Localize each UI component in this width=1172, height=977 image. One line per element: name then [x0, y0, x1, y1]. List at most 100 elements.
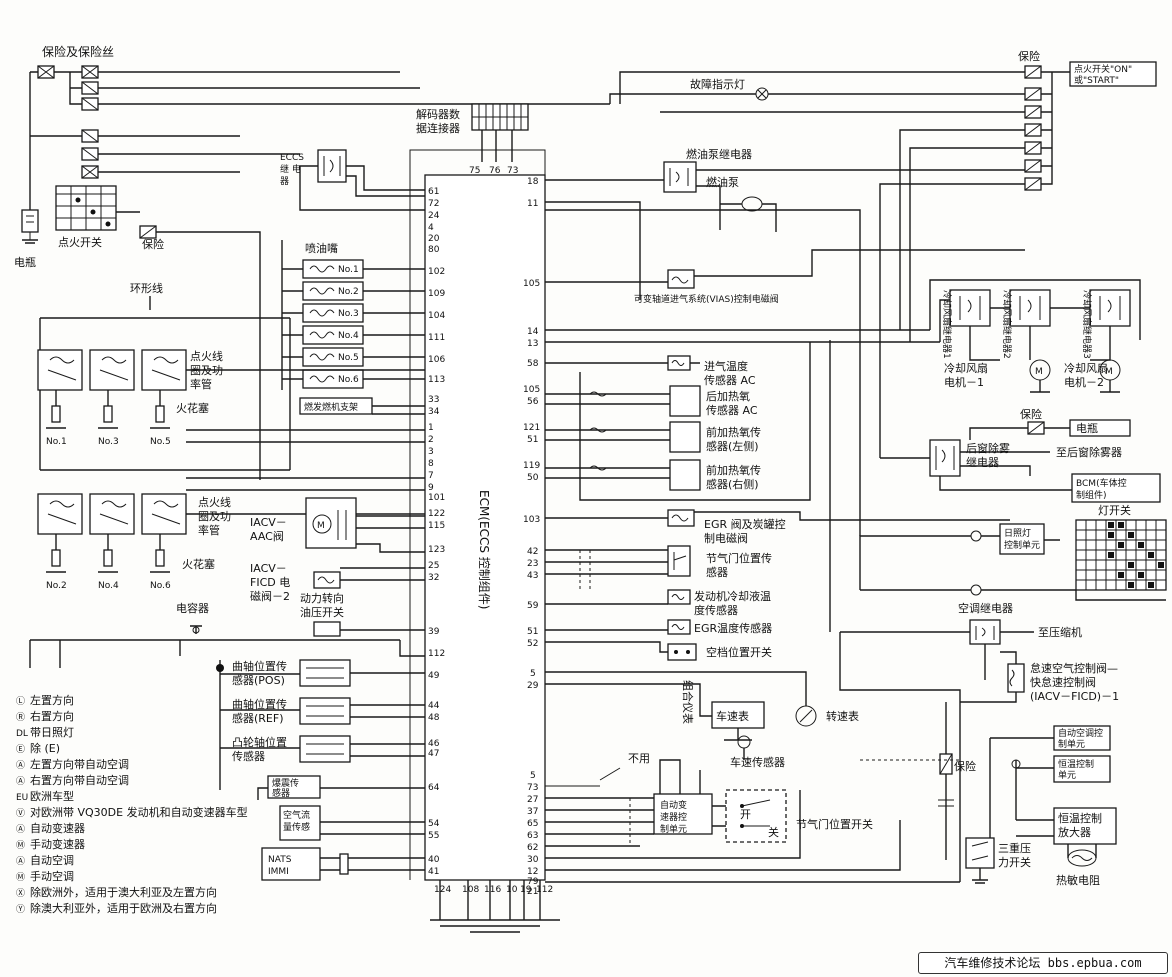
- at-control-label-2: 速器控: [660, 811, 687, 823]
- svg-text:55: 55: [428, 831, 439, 841]
- svg-text:39: 39: [428, 627, 440, 637]
- fan-relays: [929, 279, 1141, 361]
- ign-on-start-box: [1069, 61, 1157, 87]
- thermistor: [1067, 844, 1097, 867]
- nats-label-1: NATS: [268, 855, 292, 865]
- rear-defog-relay: [880, 439, 1050, 477]
- svg-text:25: 25: [428, 561, 439, 571]
- svg-text:65: 65: [527, 819, 538, 829]
- svg-text:19: 19: [520, 885, 532, 895]
- svg-text:21: 21: [527, 887, 538, 897]
- fan-relay-2-label: 冷却风扇继电器2: [1001, 290, 1013, 359]
- svg-text:119: 119: [523, 461, 540, 471]
- fan-motor-1-label-2: 电机－1: [944, 375, 984, 389]
- svg-text:116: 116: [484, 885, 501, 895]
- data-connector-label-1: 解码器数: [416, 107, 460, 121]
- fuse-block-label: 保险及保险丝: [42, 44, 114, 59]
- ac-control-unit: [1053, 755, 1111, 783]
- rear-o2-label-2: 传感器 AC: [706, 404, 758, 417]
- iacv-aac-label-1: IACV－: [250, 516, 287, 529]
- ignition-coils-upper: No.1 No.3 No.5: [37, 349, 187, 447]
- svg-text:122: 122: [428, 509, 445, 519]
- svg-text:47: 47: [428, 749, 439, 759]
- svg-text:44: 44: [428, 701, 440, 711]
- bcm-label-2: 制组件): [1076, 489, 1107, 501]
- spark-plug-label-lower: 火花塞: [182, 557, 215, 571]
- svg-text:EU: EU: [16, 793, 28, 803]
- svg-text:49: 49: [428, 671, 440, 681]
- data-connector: [471, 103, 529, 162]
- tps-label-1: 节气门位置传: [706, 551, 772, 565]
- egr-valve-label-1: EGR 阀及炭罐控: [704, 517, 786, 531]
- svg-text:32: 32: [428, 573, 439, 583]
- rear-o2-label-1: 后加热氧: [706, 389, 750, 403]
- battery-label: 电瓶: [14, 255, 36, 269]
- svg-text:112: 112: [536, 885, 553, 895]
- light-switch-grid: [1075, 519, 1167, 591]
- svg-text:64: 64: [428, 783, 440, 793]
- fan-relay-1-label: 冷却风扇继电器1: [941, 290, 953, 359]
- svg-text:111: 111: [428, 333, 445, 343]
- svg-text:左置方向: 左置方向: [30, 693, 74, 707]
- svg-text:Ⓡ: Ⓡ: [16, 712, 25, 723]
- svg-text:除 (E): 除 (E): [30, 741, 60, 755]
- ecm-bottom-pins: 124 108 116 10 19 112: [430, 880, 560, 933]
- fan-motor-2-label-2: 电机－2: [1064, 375, 1104, 389]
- fast-idle-label-2: 快怠速控制阀: [1030, 675, 1096, 689]
- coil-upper-label-3: 率管: [190, 377, 212, 391]
- speedometer-label: 车速表: [716, 709, 749, 723]
- svg-text:56: 56: [527, 397, 539, 407]
- park-neutral-switch: [600, 641, 697, 661]
- fuse-battery-label: 保险: [1020, 407, 1042, 421]
- front-o2-r-label-2: 感器(右侧): [706, 477, 759, 491]
- svg-text:18: 18: [527, 177, 539, 187]
- thermo-amp-label-1: 恒温控制: [1058, 811, 1102, 825]
- ignition-switch-label: 点火开关: [58, 235, 102, 249]
- ign-on-start-label-1: 点火开关"ON": [1074, 63, 1132, 75]
- svg-text:DL: DL: [16, 729, 28, 739]
- svg-text:23: 23: [527, 559, 538, 569]
- svg-text:7: 7: [428, 471, 434, 481]
- fuel-relay-label: 燃油泵继电器: [686, 147, 752, 161]
- svg-text:M: M: [1105, 367, 1113, 377]
- injectors: No.1 No.2 No.3 No.4 No.5 No.6: [281, 240, 425, 390]
- vss-label: 车速传感器: [730, 755, 785, 769]
- vias-label: 可变轴道进气系统(VIAS)控制电磁阀: [634, 293, 779, 305]
- svg-text:51: 51: [527, 627, 538, 637]
- svg-text:123: 123: [428, 545, 445, 555]
- svg-text:Ⓜ: Ⓜ: [16, 840, 25, 851]
- ecm-label: ECM(ECCS 控制组件): [477, 490, 491, 609]
- iacv-ficd-label-1: IACV－: [250, 562, 287, 575]
- crank-pos-label-1: 曲轴位置传: [232, 659, 287, 673]
- knock-sensor: [267, 775, 321, 799]
- auto-ac-label-1: 自动空调控: [1058, 727, 1103, 739]
- svg-text:109: 109: [428, 289, 445, 299]
- thermo-amp: [1053, 807, 1117, 845]
- dc-pin-75: 75: [469, 166, 480, 176]
- svg-text:8: 8: [428, 459, 434, 469]
- svg-text:61: 61: [428, 187, 439, 197]
- svg-text:51: 51: [527, 435, 538, 445]
- svg-text:115: 115: [428, 521, 445, 531]
- cam-label-2: 传感器: [232, 750, 265, 763]
- fuel-pump-label: 燃油泵: [706, 175, 739, 189]
- egr-valve-label-2: 制电磁阀: [704, 531, 748, 545]
- svg-text:79: 79: [527, 877, 539, 887]
- auto-ac-label-2: 制单元: [1058, 738, 1085, 750]
- combo-meter-label: 组合仪表: [681, 680, 695, 724]
- egr-temp-label: EGR温度传感器: [694, 621, 772, 635]
- dc-pin-76: 76: [489, 166, 501, 176]
- fan-motors: M M: [1029, 359, 1121, 393]
- fuel-pump: [720, 196, 777, 232]
- svg-text:46: 46: [428, 739, 440, 749]
- svg-text:103: 103: [523, 515, 540, 525]
- tachometer-label: 转速表: [826, 709, 859, 723]
- vias-valve: [545, 249, 1025, 289]
- svg-text:Ⓔ: Ⓔ: [16, 744, 25, 755]
- crank-ref-label-1: 曲轴位置传: [232, 697, 287, 711]
- svg-text:11: 11: [527, 199, 538, 209]
- ps-switch-label-1: 动力转向: [300, 591, 344, 605]
- svg-text:No.6: No.6: [150, 581, 171, 591]
